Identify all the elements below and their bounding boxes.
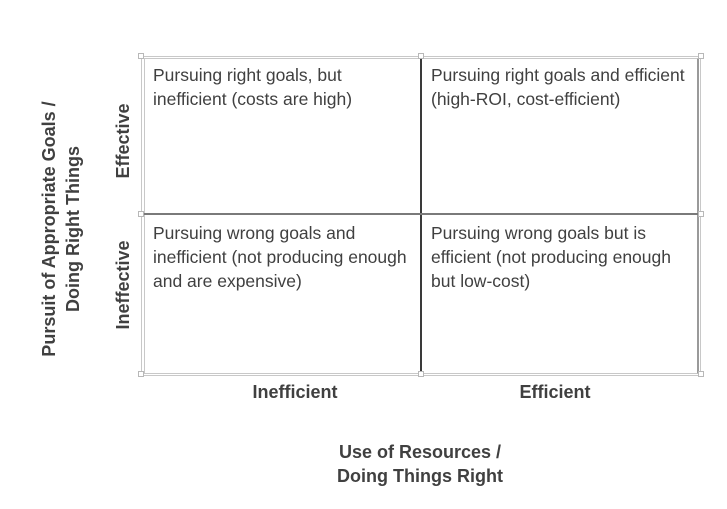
- quadrant-ineffective-efficient: Pursuing wrong goals but is efficient (n…: [431, 223, 671, 291]
- x-axis-label-inefficient: Inefficient: [252, 382, 338, 402]
- y-axis-label-effective: Effective: [113, 103, 133, 179]
- quadrant-ineffective-inefficient: Pursuing wrong goals and inefficient (no…: [153, 223, 407, 291]
- y-axis-title: Pursuit of Appropriate Goals / Doing Rig…: [37, 89, 85, 369]
- matrix-horizontal-divider: [144, 213, 699, 215]
- x-axis-title-line1: Use of Resources /: [338, 442, 502, 462]
- resize-handle-top-right[interactable]: [698, 53, 704, 59]
- x-axis-label-efficient: Efficient: [519, 382, 591, 402]
- quadrant-effective-inefficient: Pursuing right goals, but inefficient (c…: [153, 65, 353, 109]
- resize-handle-top-center[interactable]: [418, 53, 424, 59]
- resize-handle-bottom-left[interactable]: [138, 371, 144, 377]
- resize-handle-middle-right[interactable]: [698, 211, 704, 217]
- y-axis-title-line2: Doing Right Things: [63, 146, 83, 312]
- resize-handle-bottom-right[interactable]: [698, 371, 704, 377]
- x-axis-title: Use of Resources / Doing Things Right: [270, 440, 570, 488]
- matrix-vertical-divider: [420, 58, 422, 374]
- resize-handle-bottom-center[interactable]: [418, 371, 424, 377]
- resize-handle-top-left[interactable]: [138, 53, 144, 59]
- resize-handle-middle-left[interactable]: [138, 211, 144, 217]
- quadrant-effective-efficient: Pursuing right goals and efficient (high…: [431, 65, 685, 109]
- y-axis-label-ineffective: Ineffective: [113, 240, 133, 330]
- y-axis-title-line1: Pursuit of Appropriate Goals /: [39, 101, 59, 357]
- x-axis-title-line2: Doing Things Right: [337, 466, 503, 486]
